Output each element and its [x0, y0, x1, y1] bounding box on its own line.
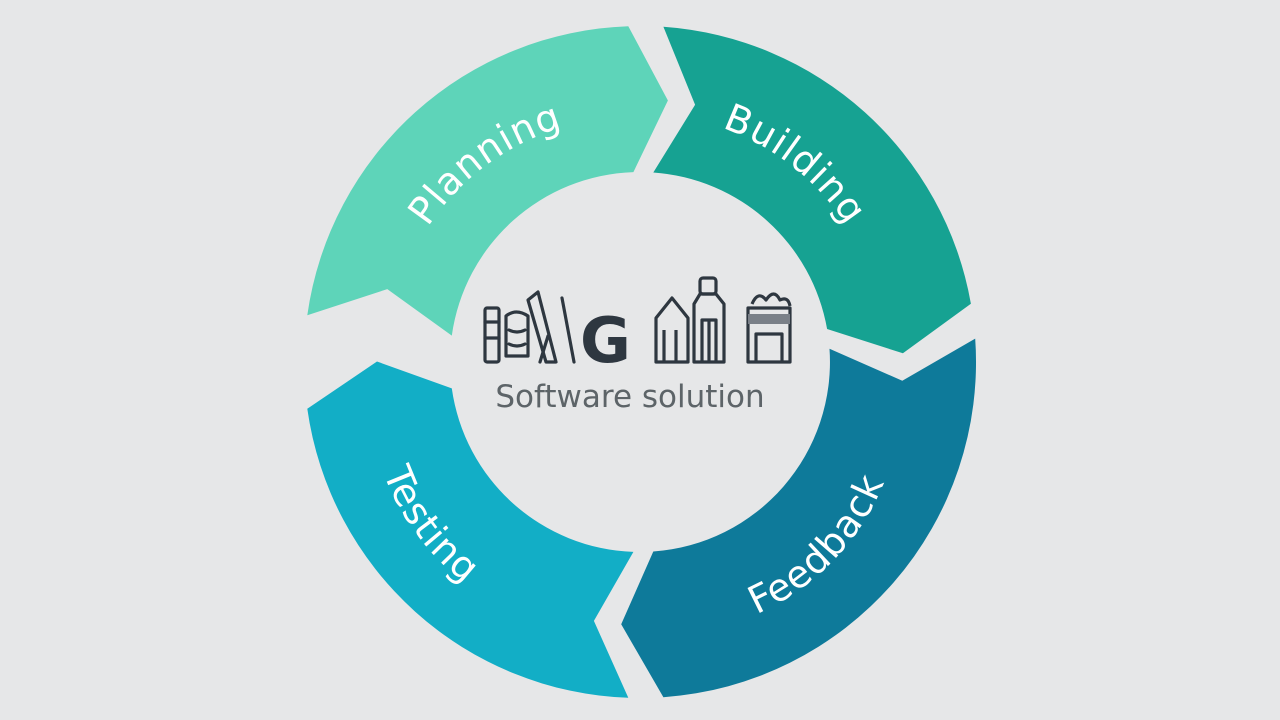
- segment-building: [653, 26, 971, 354]
- tools-icon: [483, 290, 576, 364]
- segment-feedback: [621, 338, 977, 698]
- segment-testing: [307, 361, 634, 698]
- center-subtitle: Software solution: [495, 379, 764, 415]
- building-icon: [746, 292, 792, 364]
- house-icon: [654, 296, 690, 364]
- factory-icon: [692, 276, 726, 364]
- segment-planning: [307, 26, 668, 336]
- logo-letter: G: [580, 304, 631, 377]
- center-logo: G Software solution: [483, 276, 792, 415]
- segment-labels: Planning Building Feedback Testing: [374, 94, 891, 623]
- cycle-segments: [307, 26, 977, 698]
